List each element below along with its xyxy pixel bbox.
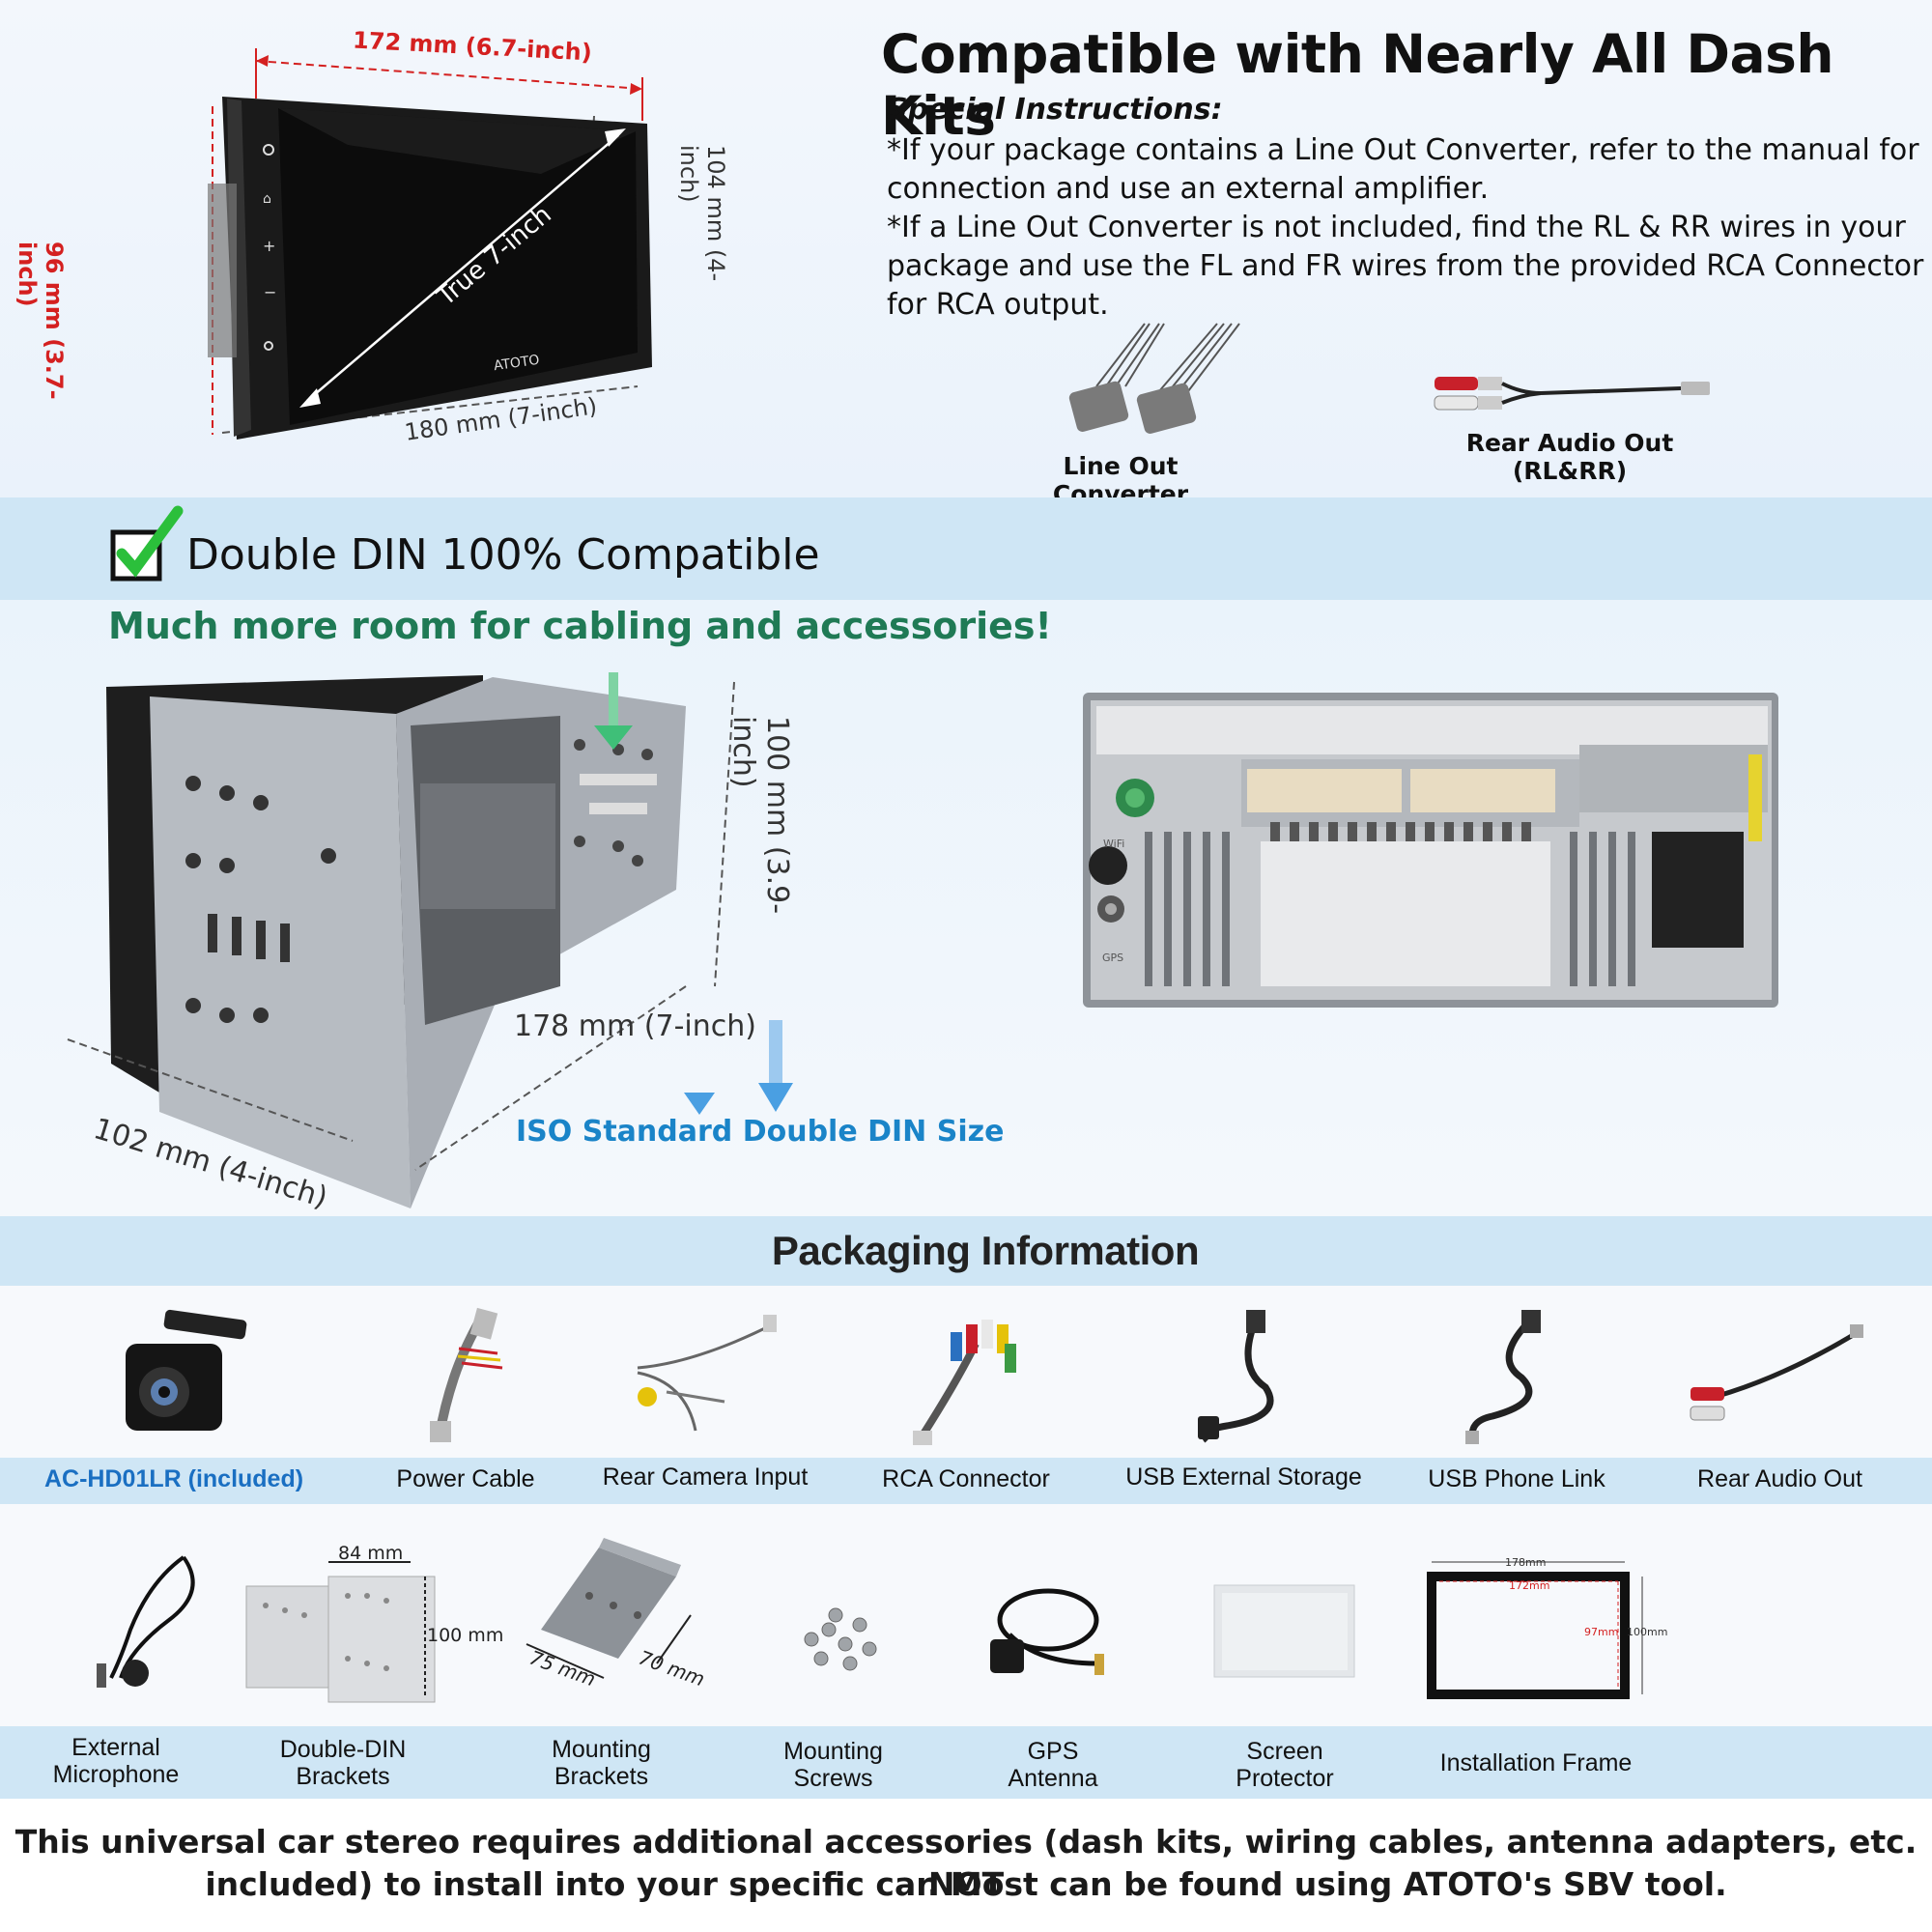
package-item-label: Mounting Screws (744, 1738, 923, 1792)
din-rear-panel-image (1083, 693, 1778, 1008)
instruction-line: for RCA output. (887, 288, 1109, 322)
screws-icon (804, 1607, 877, 1671)
head-unit-front-image: ⌂ + − (208, 48, 652, 440)
microphone-icon (97, 1555, 195, 1688)
mounting-bracket-icon (526, 1538, 692, 1679)
gps-port-label: GPS (1102, 952, 1124, 964)
packaging-row-1 (0, 1286, 1932, 1458)
package-item-label: Screen Protector (1198, 1738, 1372, 1792)
checkbox-check-icon (110, 505, 184, 582)
package-item-label-line2: Brackets (296, 1763, 390, 1790)
packaging-title: Packaging Information (771, 1228, 1200, 1273)
double-din-title: Double DIN 100% Compatible (186, 530, 820, 580)
rca-cable-icon (1690, 1324, 1863, 1421)
package-item-label-line1: External (71, 1734, 160, 1761)
usb-cable-icon (1465, 1310, 1541, 1444)
package-item-label: Rear Audio Out (1697, 1465, 1862, 1492)
package-item-label-line2: Microphone (52, 1761, 180, 1788)
package-item-label-line2: Protector (1236, 1765, 1334, 1792)
rear-audio-cable-icon (1434, 377, 1710, 411)
rear-audio-label-line1: Rear Audio Out (1465, 429, 1674, 457)
rca-connector-icon (913, 1320, 1016, 1445)
instruction-line: package and use the FL and FR wires from… (887, 249, 1924, 283)
instruction-line: *If a Line Out Converter is not included… (887, 211, 1906, 244)
din-chassis-image (67, 672, 735, 1208)
wifi-port-label: WiFi (1103, 838, 1125, 850)
double-din-subtitle: Much more room for cabling and accessori… (108, 605, 1052, 647)
package-item-label: Power Cable (396, 1465, 535, 1492)
line-out-converter-icon (1068, 323, 1240, 434)
frame-outer-height-label: 100mm (1627, 1626, 1668, 1638)
package-item-label: Rear Camera Input (602, 1463, 809, 1491)
bracket-icon (245, 1561, 436, 1703)
package-item-label: GPS Antenna (966, 1738, 1140, 1792)
iso-arrow-icon (684, 1020, 793, 1115)
svg-text:−: − (264, 283, 276, 301)
frame-inner-height-label: 97mm (1584, 1626, 1619, 1638)
footer-line-1: This universal car stereo requires addit… (14, 1823, 1918, 1903)
package-item-label: USB Phone Link (1428, 1465, 1605, 1492)
package-item-label-line1: Double-DIN (279, 1736, 407, 1763)
package-item-label: RCA Connector (882, 1465, 1050, 1492)
footer: This universal car stereo requires addit… (0, 1799, 1932, 1932)
package-item-label: AC-HD01LR (included) (44, 1465, 304, 1492)
package-item-label-line1: Screen (1246, 1738, 1323, 1765)
packaging-row-2: 84 mm 100 mm 75 mm 70 mm 178mm 172 (0, 1504, 1932, 1726)
package-item-label: External Microphone (29, 1734, 203, 1788)
din-width-label: 178 mm (7-inch) (514, 1009, 756, 1043)
instruction-line: connection and use an external amplifier… (887, 172, 1490, 206)
package-item-label: Mounting Brackets (512, 1736, 691, 1790)
instruction-line: *If your package contains a Line Out Con… (887, 133, 1919, 167)
svg-text:+: + (263, 237, 275, 255)
screen-protector-icon (1213, 1584, 1355, 1678)
package-item-label-line1: Mounting (783, 1738, 883, 1765)
package-item-label: Double-DIN Brackets (251, 1736, 435, 1790)
power-cable-icon (430, 1307, 503, 1442)
package-item-label: Installation Frame (1439, 1749, 1633, 1776)
height-left-label: 96 mm (3.7-inch) (14, 242, 68, 400)
rear-audio-label: Rear Audio Out (RL&RR) (1439, 429, 1700, 485)
top-section: ⌂ + − 172 mm (6.7-inch) 96 mm (3.7-inch)… (0, 0, 1932, 508)
rear-audio-label-line2: (RL&RR) (1512, 457, 1628, 485)
din-height-label: 100 mm (3.9-inch) (726, 716, 794, 915)
frame-outer-width-label: 178mm (1505, 1556, 1547, 1569)
usb-cable-icon (1198, 1310, 1274, 1443)
double-din-section: Much more room for cabling and accessori… (0, 600, 1932, 1216)
package-item-label-line2: Brackets (554, 1763, 649, 1790)
footer-line-2: included) to install into your specific … (205, 1865, 1727, 1903)
instructions-body: *If your package contains a Line Out Con… (887, 131, 1923, 325)
camera-input-cable-icon (637, 1315, 777, 1432)
bracket-height-label: 100 mm (427, 1625, 504, 1646)
instructions-title: Special Instructions: (887, 93, 1223, 127)
gps-antenna-icon (990, 1588, 1104, 1675)
camera-icon (126, 1309, 247, 1431)
frame-inner-width-label: 172mm (1509, 1579, 1550, 1592)
package-item-label-line2: Antenna (1008, 1765, 1098, 1792)
double-din-band: Double DIN 100% Compatible (0, 497, 1932, 600)
headline: Compatible with Nearly All Dash Kits (881, 23, 1834, 147)
packaging-labels-row-2: External Microphone Double-DIN Brackets … (0, 1726, 1932, 1799)
height-right-label: 104 mm (4-inch) (675, 145, 729, 282)
package-item-label-line1: Mounting (552, 1736, 651, 1763)
package-item-label: USB External Storage (1125, 1463, 1362, 1491)
bracket-width-label: 84 mm (338, 1543, 404, 1564)
packaging-labels-row-1: AC-HD01LR (included) Power Cable Rear Ca… (0, 1458, 1932, 1504)
package-item-label-line2: Screws (793, 1765, 873, 1792)
svg-text:⌂: ⌂ (263, 191, 271, 207)
installation-frame-icon (1427, 1561, 1643, 1699)
packaging-band: Packaging Information (0, 1216, 1932, 1286)
package-item-label-line1: GPS (1027, 1738, 1079, 1765)
iso-standard-label: ISO Standard Double DIN Size (516, 1115, 1005, 1149)
